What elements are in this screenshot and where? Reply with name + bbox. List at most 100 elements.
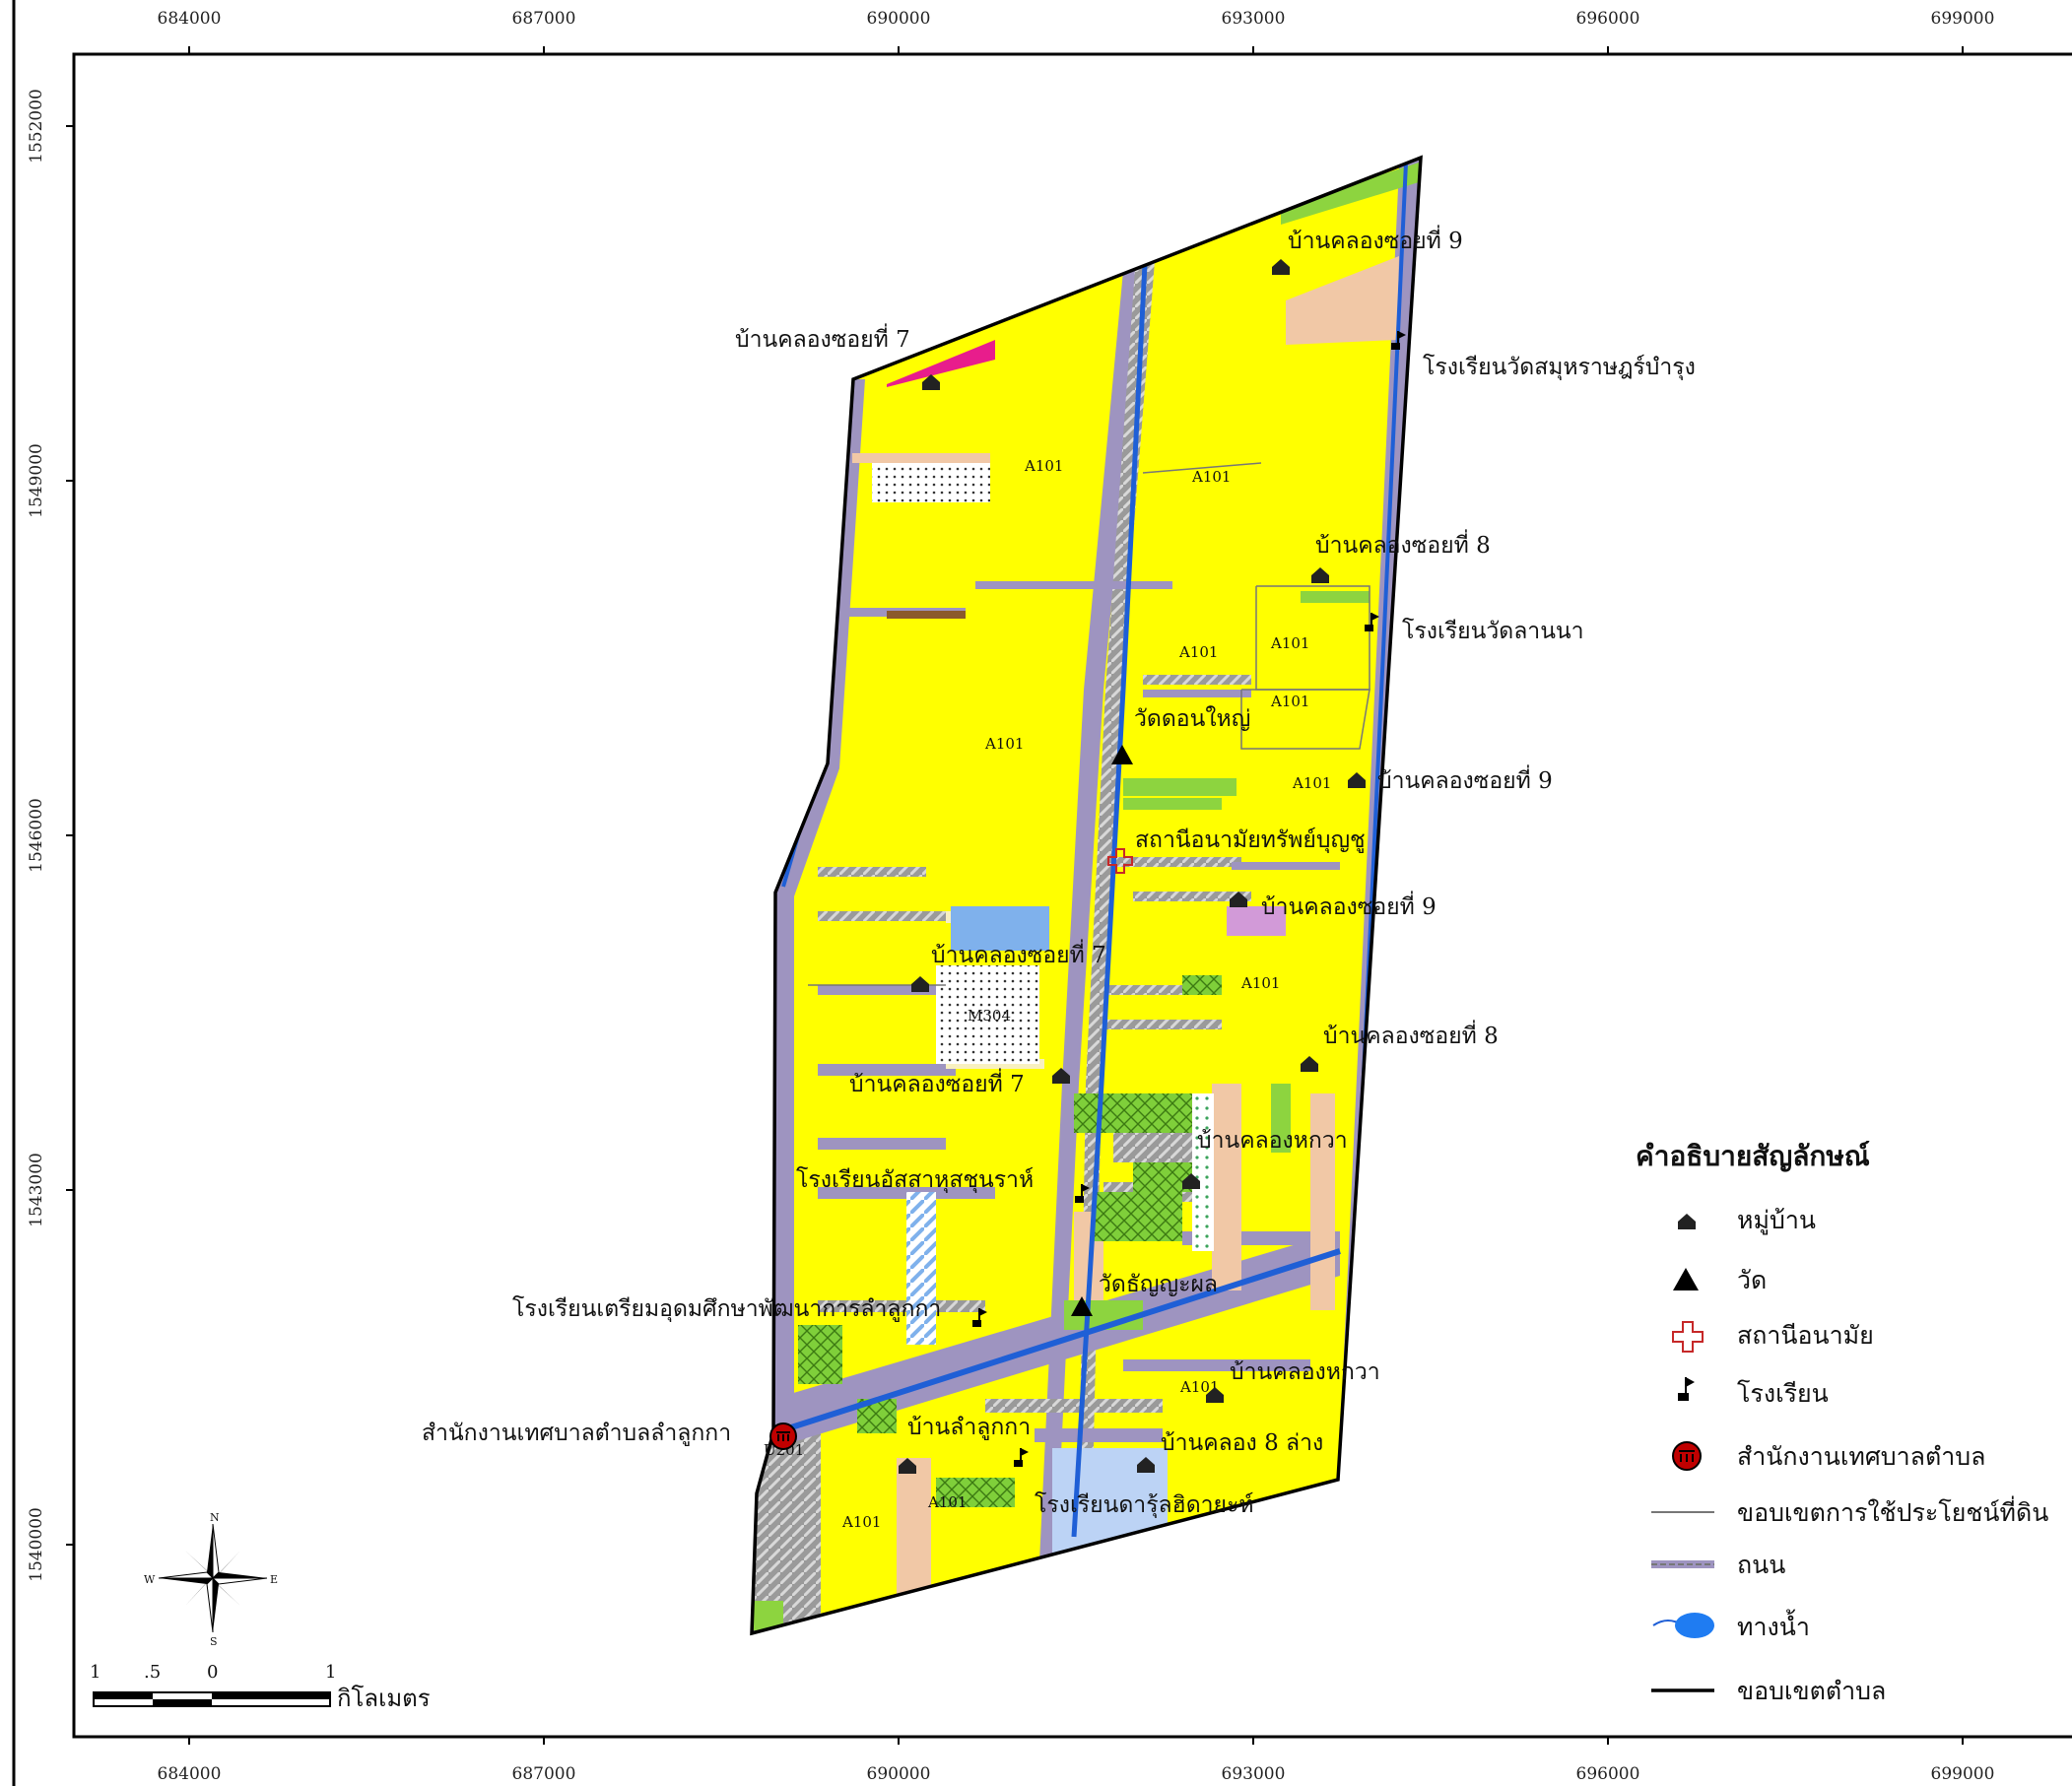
place-label: บ้านคลองซอยที่ 9 xyxy=(1377,764,1553,794)
school-flag-icon xyxy=(1365,613,1379,631)
zone-code-label: A101 xyxy=(1179,1378,1219,1396)
village-markers xyxy=(899,259,1366,1474)
school-flag-icon xyxy=(1014,1448,1029,1467)
zone-code-label: M304 xyxy=(968,1007,1011,1025)
legend-label: ขอบเขตตำบล xyxy=(1737,1677,1886,1705)
place-label: สำนักงานเทศบาลตำบลลำลูกกา xyxy=(422,1421,731,1446)
village-icon xyxy=(911,976,929,992)
scale-tick-label: 1 xyxy=(325,1662,336,1683)
health-station-icon xyxy=(1107,848,1133,874)
legend-label: ขอบเขตการใช้ประโยชน์ที่ดิน xyxy=(1737,1495,2048,1527)
zone-code-label: A101 xyxy=(1178,643,1218,661)
point-symbols xyxy=(769,259,1406,1474)
legend-municipal-office-icon xyxy=(1672,1441,1702,1471)
place-label: สถานีอนามัยทรัพย์บุญชู xyxy=(1135,827,1366,853)
compass-s-label: S xyxy=(210,1635,218,1648)
x-coordinate-label: 690000 xyxy=(867,1764,931,1784)
bare-land-north xyxy=(872,463,990,502)
zone-code-label: A101 xyxy=(1292,774,1331,792)
place-label: บ้านคลองซอยที่ 9 xyxy=(1261,891,1437,920)
place-label: โรงเรียนวัดสมุหราษฎร์บำรุง xyxy=(1423,354,1696,380)
place-label: โรงเรียนอัสสาหุสชุนราห์ xyxy=(796,1166,1034,1193)
village-icon xyxy=(1311,567,1329,583)
compass-n-label: N xyxy=(210,1511,220,1524)
village-icon xyxy=(1052,1068,1070,1084)
village-icon xyxy=(1182,1173,1200,1189)
bare-land-m304 xyxy=(936,965,1039,1064)
scale-tick-label: .5 xyxy=(144,1662,161,1683)
y-coordinate-label: 1549000 xyxy=(27,443,46,518)
legend-temple-icon xyxy=(1673,1268,1699,1290)
scale-tick-label: 1 xyxy=(90,1662,100,1683)
x-coordinate-label: 693000 xyxy=(1222,9,1286,29)
place-label: บ้านคลองซอยที่ 7 xyxy=(849,1068,1025,1097)
village-icon xyxy=(1230,892,1247,907)
zone-code-labels: A101 A101 A101 A101 A101 A101 A101 A101 … xyxy=(764,457,1331,1531)
village-icon xyxy=(1137,1457,1155,1473)
legend-health-station-icon xyxy=(1672,1321,1704,1353)
zone-code-label: A101 xyxy=(841,1513,881,1531)
place-label: โรงเรียนเตรียมอุดมศึกษาพัฒนาการลำลูกกา xyxy=(512,1295,941,1322)
place-label: บ้านคลอง 8 ล่าง xyxy=(1161,1430,1323,1456)
legend-waterway-icon xyxy=(1652,1613,1714,1638)
x-coordinate-label: 687000 xyxy=(512,9,576,29)
place-label: บ้านคลองซอยที่ 9 xyxy=(1288,225,1463,254)
x-coordinate-label: 699000 xyxy=(1931,9,1995,29)
village-icon xyxy=(1206,1387,1224,1403)
place-label: บ้านคลองซอยที่ 8 xyxy=(1315,529,1491,559)
place-label: บ้านคลองหกวา xyxy=(1197,1128,1348,1154)
temple-icon xyxy=(1071,1296,1093,1316)
legend-label: สถานีอนามัย xyxy=(1737,1321,1874,1350)
zone-code-label: A101 xyxy=(927,1493,967,1511)
legend-label: โรงเรียน xyxy=(1737,1379,1829,1408)
zone-code-label: A101 xyxy=(1240,974,1280,992)
compass-w-label: W xyxy=(144,1573,156,1586)
blue-hatched-area xyxy=(906,1192,936,1345)
x-coordinate-label: 690000 xyxy=(867,9,931,29)
x-coordinate-label: 699000 xyxy=(1931,1764,1995,1784)
village-icon xyxy=(1272,259,1290,275)
place-label: วัดธัญญะผล xyxy=(1099,1272,1218,1297)
x-coordinate-label: 684000 xyxy=(158,9,222,29)
subdistrict-area xyxy=(752,158,1421,1633)
legend-label: หมู่บ้าน xyxy=(1737,1206,1816,1235)
place-label: วัดดอนใหญ่ xyxy=(1134,705,1250,732)
school-flag-icon xyxy=(1391,331,1406,350)
place-label: บ้านคลองซอยที่ 7 xyxy=(735,323,910,353)
place-labels: บ้านคลองซอยที่ 9 บ้านคลองซอยที่ 7 โรงเรี… xyxy=(422,225,1696,1518)
village-icon xyxy=(1348,772,1366,788)
x-coordinate-label: 687000 xyxy=(512,1764,576,1784)
legend-village-icon xyxy=(1678,1214,1696,1229)
village-icon xyxy=(922,374,940,390)
place-label: โรงเรียนวัดลานนา xyxy=(1402,618,1584,644)
dotted-green-strip xyxy=(1192,1093,1214,1251)
lavender-patch xyxy=(1227,906,1286,936)
zone-code-label: A101 xyxy=(1191,468,1231,486)
y-coordinate-label: 1543000 xyxy=(27,1153,46,1227)
legend-label: ถนน xyxy=(1737,1551,1785,1579)
legend-label: ทางน้ำ xyxy=(1737,1609,1810,1641)
subdistrict-boundary xyxy=(750,155,1423,1636)
place-label: บ้านคลองซอยที่ 8 xyxy=(1323,1020,1499,1049)
municipal-office-icon xyxy=(769,1422,797,1450)
school-flag-icon xyxy=(1075,1184,1090,1203)
legend-label: สำนักงานเทศบาลตำบล xyxy=(1737,1442,1985,1471)
scale-tick-label: 0 xyxy=(207,1662,218,1683)
pond xyxy=(951,906,1049,951)
y-coordinate-label: 1540000 xyxy=(27,1507,46,1582)
temple-icon xyxy=(1111,745,1133,764)
x-coordinate-label: 696000 xyxy=(1576,1764,1640,1784)
village-icon xyxy=(899,1458,916,1474)
place-label: บ้านลำลูกกา xyxy=(907,1415,1031,1440)
legend-school-flag-icon xyxy=(1678,1377,1695,1401)
north-arrow: N S E W xyxy=(144,1511,278,1648)
school-flag-icon xyxy=(972,1308,987,1327)
school-markers xyxy=(972,331,1406,1467)
place-label: บ้านคลองหกวา xyxy=(1230,1359,1380,1385)
map-neatline xyxy=(72,52,2072,1739)
x-coordinate-label: 684000 xyxy=(158,1764,222,1784)
central-road-corridor xyxy=(1039,264,1143,1561)
zone-code-label: A101 xyxy=(1270,693,1309,710)
